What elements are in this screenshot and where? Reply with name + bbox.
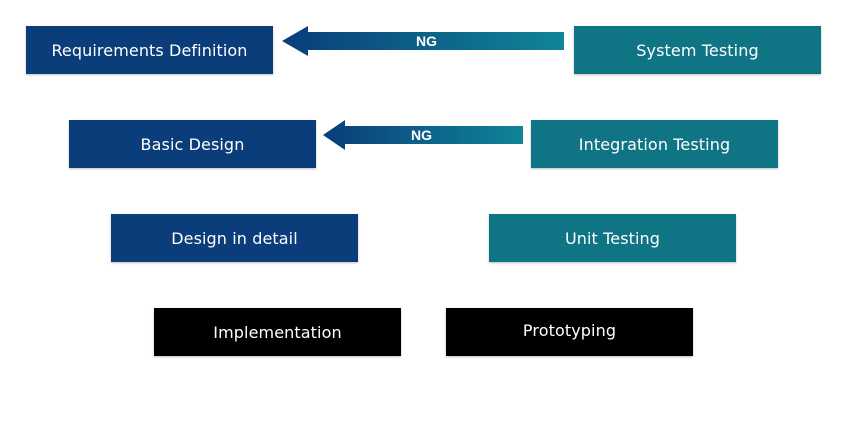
- system-testing-box: System Testing: [574, 26, 821, 74]
- requirements-definition-box: Requirements Definition: [26, 26, 273, 74]
- implementation-box: Implementation: [154, 308, 401, 356]
- ng-label-top: NG: [416, 33, 437, 49]
- ng-label-middle: NG: [411, 127, 432, 143]
- prototyping-box: Prototyping: [446, 308, 693, 356]
- integration-testing-box: Integration Testing: [531, 120, 778, 168]
- ng-arrow-middle: [323, 120, 523, 150]
- unit-testing-box: Unit Testing: [489, 214, 736, 262]
- design-in-detail-box: Design in detail: [111, 214, 358, 262]
- ng-arrow-middle-shape: [323, 120, 523, 150]
- basic-design-box: Basic Design: [69, 120, 316, 168]
- ng-arrow-top: [282, 26, 564, 56]
- ng-arrow-top-shape: [282, 26, 564, 56]
